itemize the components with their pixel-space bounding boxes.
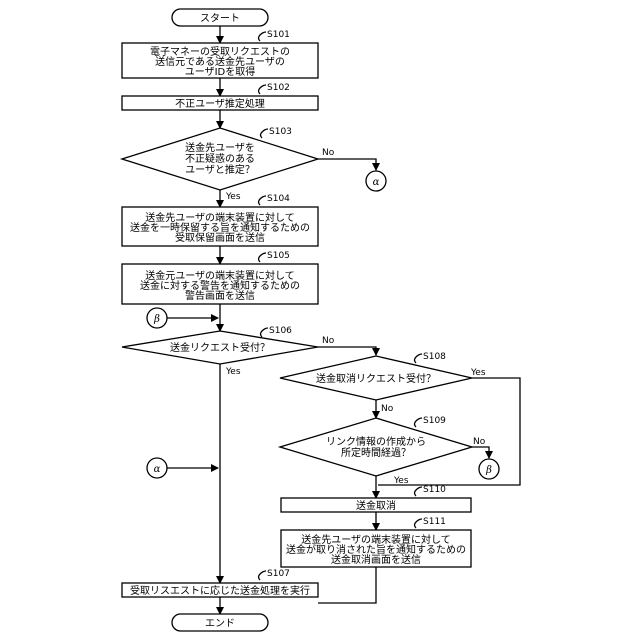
s109-yes-label: Yes bbox=[393, 476, 409, 486]
step-s104-id: S104 bbox=[267, 194, 290, 204]
step-s107-line-1: 受取リスエストに応じた送金処理を実行 bbox=[130, 584, 310, 597]
connector-alpha-out-label: α bbox=[373, 177, 380, 188]
step-s101-line-3: ユーザIDを取得 bbox=[185, 66, 255, 78]
step-s106-line-1: 送金リクエスト受付？ bbox=[170, 341, 270, 354]
s108-yes-label: Yes bbox=[470, 368, 486, 378]
step-s101-id: S101 bbox=[267, 30, 290, 40]
step-s107: 受取リスエストに応じた送金処理を実行 bbox=[122, 583, 318, 597]
step-s103-line-1: 送金先ユーザを bbox=[185, 141, 255, 154]
start-terminal: スタート bbox=[172, 9, 268, 26]
step-s110: 送金取消 bbox=[281, 498, 471, 512]
step-s109-line-1: リンク情報の作成から bbox=[326, 435, 426, 448]
step-s103: 送金先ユーザを 不正疑惑のある ユーザと推定？ bbox=[122, 128, 318, 190]
step-s107-id: S107 bbox=[267, 569, 290, 579]
step-s106-id: S106 bbox=[269, 326, 292, 336]
connector-alpha-out: α bbox=[366, 171, 386, 191]
s106-no-label: No bbox=[322, 336, 335, 346]
s108-no-label: No bbox=[381, 404, 394, 414]
step-s102-line-1: 不正ユーザ推定処理 bbox=[175, 97, 265, 110]
connector-alpha-in: α bbox=[147, 458, 167, 478]
connector-beta-in: β bbox=[147, 308, 167, 328]
step-s109: リンク情報の作成から 所定時間経過？ bbox=[280, 418, 472, 476]
step-s103-line-2: 不正疑惑のある bbox=[185, 152, 255, 165]
s106-yes-label: Yes bbox=[225, 367, 241, 377]
step-s110-line-1: 送金取消 bbox=[356, 499, 396, 512]
step-s108-line-1: 送金取消リクエスト受付？ bbox=[316, 372, 436, 385]
end-terminal: エンド bbox=[172, 614, 268, 631]
end-label: エンド bbox=[205, 619, 235, 630]
step-s109-id: S109 bbox=[423, 416, 446, 426]
s103-yes-label: Yes bbox=[225, 192, 241, 202]
s103-no-label: No bbox=[322, 148, 335, 158]
step-s108: 送金取消リクエスト受付？ bbox=[280, 356, 472, 400]
step-s104-line-3: 受取保留画面を送信 bbox=[175, 231, 265, 244]
step-s102-id: S102 bbox=[267, 83, 290, 93]
step-s110-id: S110 bbox=[423, 485, 446, 495]
step-s111-line-3: 送金取消画面を送信 bbox=[331, 553, 421, 566]
s109-no-label: No bbox=[473, 437, 486, 447]
step-s101: 電子マネーの受取リクエストの 送信元である送金先ユーザの ユーザIDを取得 bbox=[122, 43, 318, 78]
flow-lines bbox=[167, 26, 520, 614]
step-s111-id: S111 bbox=[423, 517, 446, 527]
connector-beta-out: β bbox=[479, 459, 499, 479]
connector-beta-out-label: β bbox=[485, 465, 492, 476]
start-label: スタート bbox=[200, 13, 240, 25]
step-s105: 送金元ユーザの端末装置に対して 送金に対する警告を通知するための 警告画面を送信 bbox=[122, 264, 318, 304]
step-s105-id: S105 bbox=[267, 251, 290, 261]
step-s108-id: S108 bbox=[423, 352, 446, 362]
step-s105-line-3: 警告画面を送信 bbox=[185, 289, 255, 302]
connector-alpha-in-label: α bbox=[154, 464, 161, 475]
step-s111: 送金先ユーザの端末装置に対して 送金が取り消された旨を通知するための 送金取消画… bbox=[281, 530, 471, 567]
connector-beta-in-label: β bbox=[153, 314, 160, 325]
step-s102: 不正ユーザ推定処理 bbox=[122, 96, 318, 110]
step-s104: 送金先ユーザの端末装置に対して 送金を一時保留する旨を通知するための 受取保留画… bbox=[122, 207, 318, 246]
step-s109-line-2: 所定時間経過？ bbox=[341, 446, 411, 459]
step-s103-line-3: ユーザと推定？ bbox=[185, 163, 255, 176]
step-s103-id: S103 bbox=[269, 127, 292, 137]
